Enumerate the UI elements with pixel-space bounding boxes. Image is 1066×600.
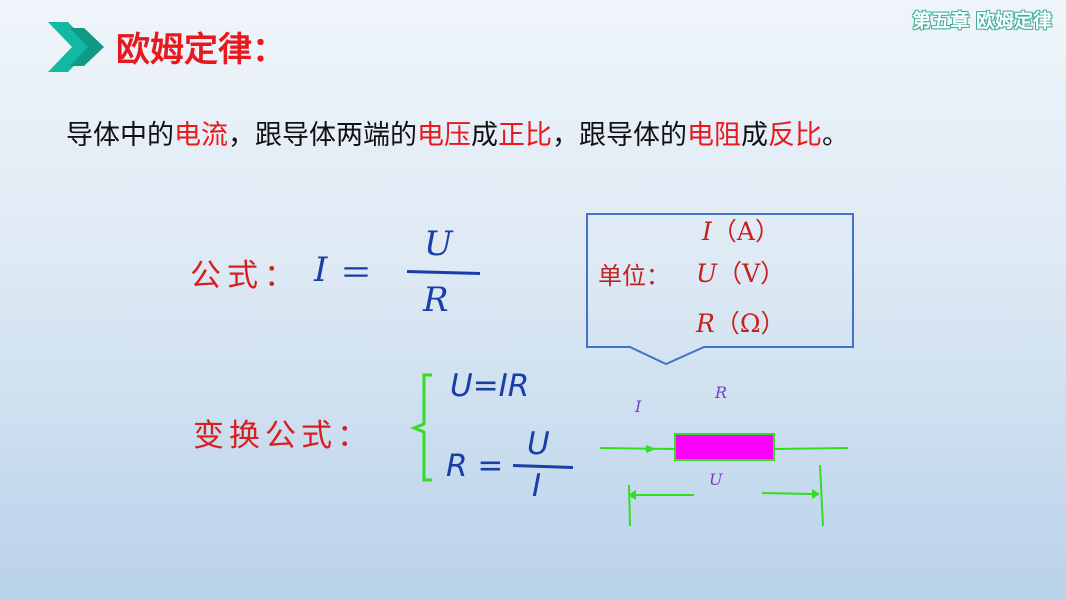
law-statement: 导体中的电流，跟导体两端的电压成正比，跟导体的电阻成反比。: [66, 113, 849, 152]
voltage-marker-left: [628, 484, 631, 527]
transform-label: 变换公式：: [193, 418, 373, 454]
current-arrow-icon: [646, 445, 656, 453]
statement-highlight-resistance: 电阻: [687, 120, 741, 151]
arrow-right-icon: [812, 489, 820, 499]
statement-highlight-direct: 正比: [498, 120, 552, 151]
double-chevron-arrow-icon: [48, 22, 104, 72]
formula-lhs: I: [314, 250, 328, 290]
diagram-current-label: I: [635, 397, 642, 416]
statement-text: 。: [822, 120, 849, 151]
transform-eq1: U=IR: [450, 368, 530, 404]
wire-right: [773, 447, 849, 450]
units-label: 单位：: [598, 262, 670, 290]
statement-text: ，跟导体两端的: [228, 120, 417, 151]
unit-row-current: I（A）: [702, 212, 780, 248]
fraction-bar: [512, 463, 574, 470]
fraction-bar: [406, 270, 481, 275]
unit-row-voltage: U（V）: [696, 254, 785, 290]
formula-numerator: U: [424, 224, 453, 264]
diagram-resistor-label: R: [715, 383, 728, 402]
statement-text: 成: [471, 120, 498, 151]
unit-symbol: I: [702, 217, 712, 246]
units-callout-box: [586, 213, 854, 366]
voltage-arrow-right: [761, 492, 813, 495]
statement-highlight-voltage: 电压: [417, 120, 471, 151]
formula-equals: ＝: [340, 254, 373, 292]
transform-eq2-lhs: R =: [446, 448, 504, 484]
unit-symbol: R: [696, 309, 715, 338]
statement-text: 导体中的: [66, 120, 174, 151]
arrow-left-icon: [628, 490, 636, 500]
voltage-marker-right: [819, 464, 824, 527]
chapter-tag: 第五章 欧姆定律: [912, 10, 1052, 32]
curly-brace: [409, 373, 432, 482]
unit-value: （Ω）: [714, 309, 786, 338]
statement-highlight-current: 电流: [174, 120, 228, 151]
resistor-diagram: [599, 433, 849, 527]
unit-row-resistance: R（Ω）: [696, 304, 786, 340]
statement-highlight-inverse: 反比: [768, 120, 822, 151]
formula-label: 公式：: [190, 258, 301, 294]
transform-eq2-numerator: U: [527, 426, 550, 462]
resistor: [674, 433, 775, 461]
page-title: 欧姆定律：: [116, 30, 286, 70]
statement-text: 成: [741, 120, 768, 151]
unit-value: （A）: [711, 217, 780, 246]
formula-denominator: R: [423, 280, 449, 320]
wire-left: [599, 447, 677, 450]
statement-text: ，跟导体的: [552, 120, 687, 151]
unit-value: （V）: [717, 259, 786, 288]
unit-symbol: U: [696, 259, 718, 288]
transform-eq2-denominator: I: [532, 468, 542, 504]
diagram-voltage-label: U: [709, 470, 723, 489]
